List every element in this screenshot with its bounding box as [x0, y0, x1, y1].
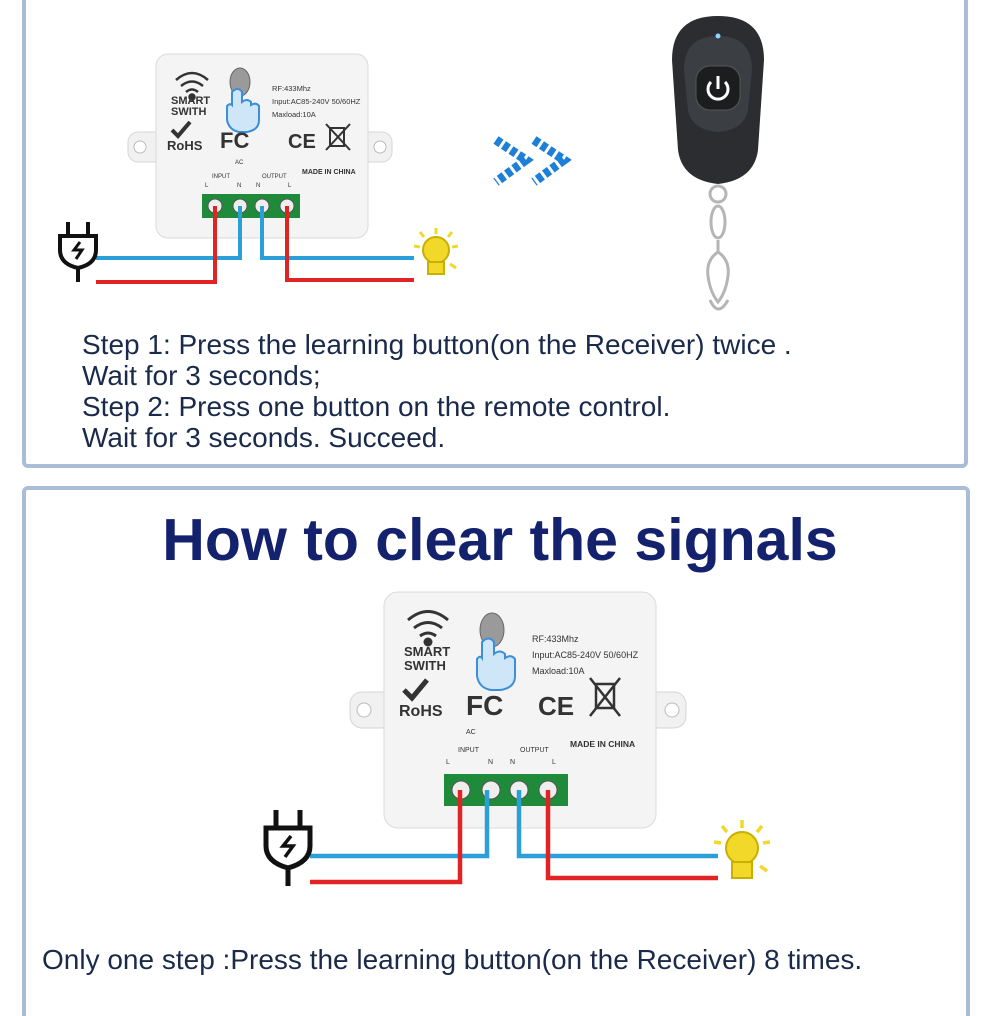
- clear-step: Only one step :Press the learning button…: [42, 944, 863, 975]
- spec-load: Maxload:10A: [272, 110, 316, 119]
- learn-step-2-wait: Wait for 3 seconds. Succeed.: [82, 422, 446, 453]
- double-chevron-right-icon: [493, 136, 572, 186]
- wiring-bottom: [310, 790, 718, 885]
- rohs-label: RoHS: [167, 138, 203, 153]
- made-in-label: MADE IN CHINA: [302, 169, 356, 176]
- wifi-icon: [407, 610, 449, 647]
- fc-mark: FC: [466, 690, 503, 721]
- terminal-label-2: N: [237, 183, 241, 189]
- ac-label: AC: [235, 160, 244, 166]
- spec-rf: RF:433Mhz: [272, 84, 311, 93]
- spec-input: Input:AC85-240V 50/60HZ: [272, 97, 361, 106]
- brand-line1: SMART: [404, 644, 450, 659]
- output-label: OUTPUT: [520, 747, 550, 754]
- learn-step-1-wait: Wait for 3 seconds;: [82, 360, 321, 391]
- brand-line2: SWITH: [404, 658, 446, 673]
- hand-press-icon: [226, 88, 260, 133]
- terminal-label-1: L: [446, 759, 450, 766]
- terminal-label-4: L: [552, 759, 556, 766]
- clear-title: How to clear the signals: [162, 507, 838, 573]
- checkmark-icon: [402, 678, 429, 702]
- spec-load: Maxload:10A: [532, 666, 585, 676]
- remote-control[interactable]: [672, 16, 764, 311]
- hand-press-icon: [476, 637, 516, 691]
- spec-input: Input:AC85-240V 50/60HZ: [532, 650, 639, 660]
- bulb-icon: [413, 228, 459, 275]
- brand-line2: SWITH: [171, 106, 206, 118]
- keyring: [706, 184, 730, 311]
- output-label: OUTPUT: [262, 174, 287, 180]
- terminal-label-2: N: [488, 759, 493, 766]
- rohs-label: RoHS: [399, 703, 443, 720]
- weee-bin-icon: [589, 677, 621, 717]
- receiver-module-bottom: SMART SWITH RF:433Mhz Input:AC85-240V 50…: [349, 591, 687, 829]
- input-label: INPUT: [212, 174, 230, 180]
- brand-line1: SMART: [171, 95, 210, 107]
- fc-mark: FC: [220, 128, 249, 153]
- terminal-label-3: N: [256, 183, 260, 189]
- learn-step-2: Step 2: Press one button on the remote c…: [82, 391, 671, 422]
- terminal-label-4: L: [288, 183, 292, 189]
- ac-label: AC: [466, 729, 476, 736]
- wiring-top: [96, 206, 414, 284]
- input-label: INPUT: [458, 747, 480, 754]
- ce-mark: CE: [288, 131, 316, 153]
- terminal-label-3: N: [510, 759, 515, 766]
- spec-rf: RF:433Mhz: [532, 634, 579, 644]
- plug-icon: [58, 222, 98, 282]
- ce-mark: CE: [538, 691, 574, 721]
- plug-icon: [263, 810, 313, 886]
- terminal-label-1: L: [205, 183, 209, 189]
- weee-bin-icon: [325, 123, 351, 151]
- wifi-icon: [175, 71, 209, 101]
- learn-step-1: Step 1: Press the learning button(on the…: [82, 329, 792, 360]
- made-in-label: MADE IN CHINA: [570, 739, 635, 749]
- bulb-icon: [713, 820, 771, 879]
- power-icon: [706, 76, 730, 101]
- checkmark-icon: [170, 120, 192, 139]
